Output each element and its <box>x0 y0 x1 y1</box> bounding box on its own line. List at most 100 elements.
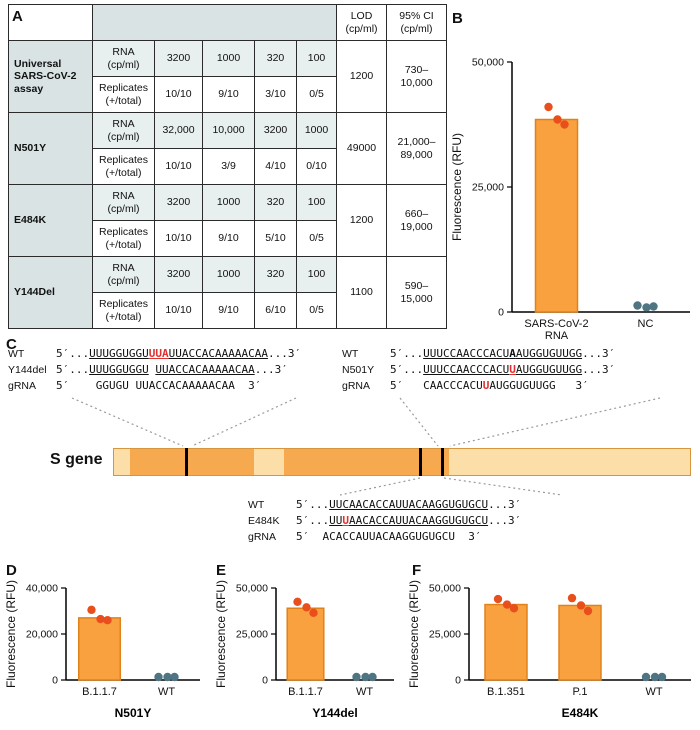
replicates-value: 10/10 <box>154 76 203 113</box>
rna-sublabel: RNA (cp/ml) <box>92 256 155 293</box>
mutated-base: U <box>342 514 349 527</box>
table-header-lod: LOD (cp/ml) <box>336 4 387 41</box>
data-point <box>633 301 642 310</box>
lod-value: 49000 <box>336 112 387 185</box>
sequence-segment: UUCAACACCAUUACAAGGUGUGCU <box>329 498 489 511</box>
rna-value: 1000 <box>296 112 337 149</box>
category-label: B.1.1.7 <box>288 686 323 698</box>
category-label: SARS-CoV-2 <box>524 318 588 330</box>
sequence-segment: AUGGUGUUGG <box>489 379 556 392</box>
panel-f-label: F <box>412 562 422 579</box>
chart-svg-B: 025,00050,000SARS-CoV-2RNANCFluorescence… <box>450 57 690 342</box>
bar-b.1.1.7 <box>286 607 325 681</box>
data-point <box>641 672 651 682</box>
category-label: NC <box>638 318 654 330</box>
data-point <box>567 593 577 603</box>
data-point <box>493 594 503 604</box>
data-point <box>302 603 311 612</box>
rna-value: 100 <box>296 256 337 293</box>
replicates-value: 3/9 <box>202 148 255 185</box>
category-label: B.1.1.7 <box>82 686 117 698</box>
table-header-blank <box>92 4 337 41</box>
rna-value: 3200 <box>154 256 203 293</box>
s-gene-segment-light <box>449 449 690 475</box>
panel-b-label: B <box>452 10 463 27</box>
y-axis-title: Fluorescence (RFU) <box>450 133 464 241</box>
replicates-value: 0/10 <box>296 148 337 185</box>
three-prime-end: ...3′ <box>488 514 522 527</box>
rna-value: 1000 <box>202 40 255 77</box>
rna-value: 100 <box>296 40 337 77</box>
sequence-row-label: WT <box>8 348 25 360</box>
mutated-base: U <box>482 379 490 392</box>
replicates-value: 4/10 <box>254 148 297 185</box>
assay-name: Universal SARS-CoV-2 assay <box>8 40 93 113</box>
data-point <box>368 672 377 682</box>
three-prime-end: ...3′ <box>582 363 616 376</box>
y-axis-title: Fluorescence (RFU) <box>407 580 421 688</box>
bar-b.1.351 <box>484 603 528 681</box>
rna-value: 320 <box>254 40 297 77</box>
data-point <box>560 120 569 129</box>
five-prime-end: 5′... <box>56 347 90 360</box>
sequence-segment: UU <box>329 514 343 527</box>
ci-value: 730–10,000 <box>386 40 447 113</box>
data-point <box>352 672 361 682</box>
y-axis-title: Fluorescence (RFU) <box>214 580 228 688</box>
data-point <box>650 672 660 682</box>
data-point <box>502 600 512 609</box>
sequence-segment: UUUGGUGGU <box>89 363 149 376</box>
connector-line <box>71 397 184 447</box>
sequence-row-label: WT <box>248 499 265 511</box>
five-prime-end: 5′... <box>56 363 90 376</box>
sequence-row-label: gRNA <box>342 380 371 392</box>
replicates-value: 0/5 <box>296 76 337 113</box>
connector-line <box>339 477 421 496</box>
y-tick-label: 50,000 <box>429 583 461 595</box>
assay-name: Y144Del <box>8 256 93 329</box>
data-point <box>642 303 651 312</box>
data-point <box>649 302 658 311</box>
mutation-site-mark <box>184 448 188 476</box>
rna-value: 3200 <box>154 40 203 77</box>
category-label: RNA <box>545 330 569 342</box>
category-label: P.1 <box>572 686 587 698</box>
mutated-base: UUA <box>148 347 169 360</box>
sequence-row-label: WT <box>342 348 359 360</box>
sequence-row-label: N501Y <box>342 364 375 376</box>
lod-value: 1100 <box>336 256 387 329</box>
s-gene-segment-light <box>253 449 285 475</box>
lod-value: 1200 <box>336 40 387 113</box>
rna-value: 1000 <box>202 256 255 293</box>
panel-c-label: C <box>6 336 17 353</box>
rna-value: 3200 <box>154 184 203 221</box>
panel-a-label: A <box>12 8 23 25</box>
five-prime-end: 5′ <box>296 530 310 543</box>
sequence-row-label: gRNA <box>248 531 277 543</box>
sequence-segment: AACACCAUUACAAGGUGUGCU <box>349 514 489 527</box>
bar-b.1.1.7 <box>77 617 122 681</box>
rna-value: 320 <box>254 256 297 293</box>
data-point <box>657 672 667 682</box>
assay-name: E484K <box>8 184 93 257</box>
replicates-value: 0/5 <box>296 292 337 329</box>
five-prime-end: 5′... <box>296 514 330 527</box>
data-point <box>87 605 96 615</box>
data-point <box>583 606 593 616</box>
three-prime-end: ...3′ <box>488 498 522 511</box>
table-header-ci: 95% CI (cp/ml) <box>386 4 447 41</box>
s-gene-segment-light <box>114 449 131 475</box>
bar-p.1 <box>558 604 602 681</box>
data-point <box>361 672 370 682</box>
y-tick-label: 25,000 <box>236 629 268 641</box>
three-prime-end: 3′ <box>454 530 482 543</box>
